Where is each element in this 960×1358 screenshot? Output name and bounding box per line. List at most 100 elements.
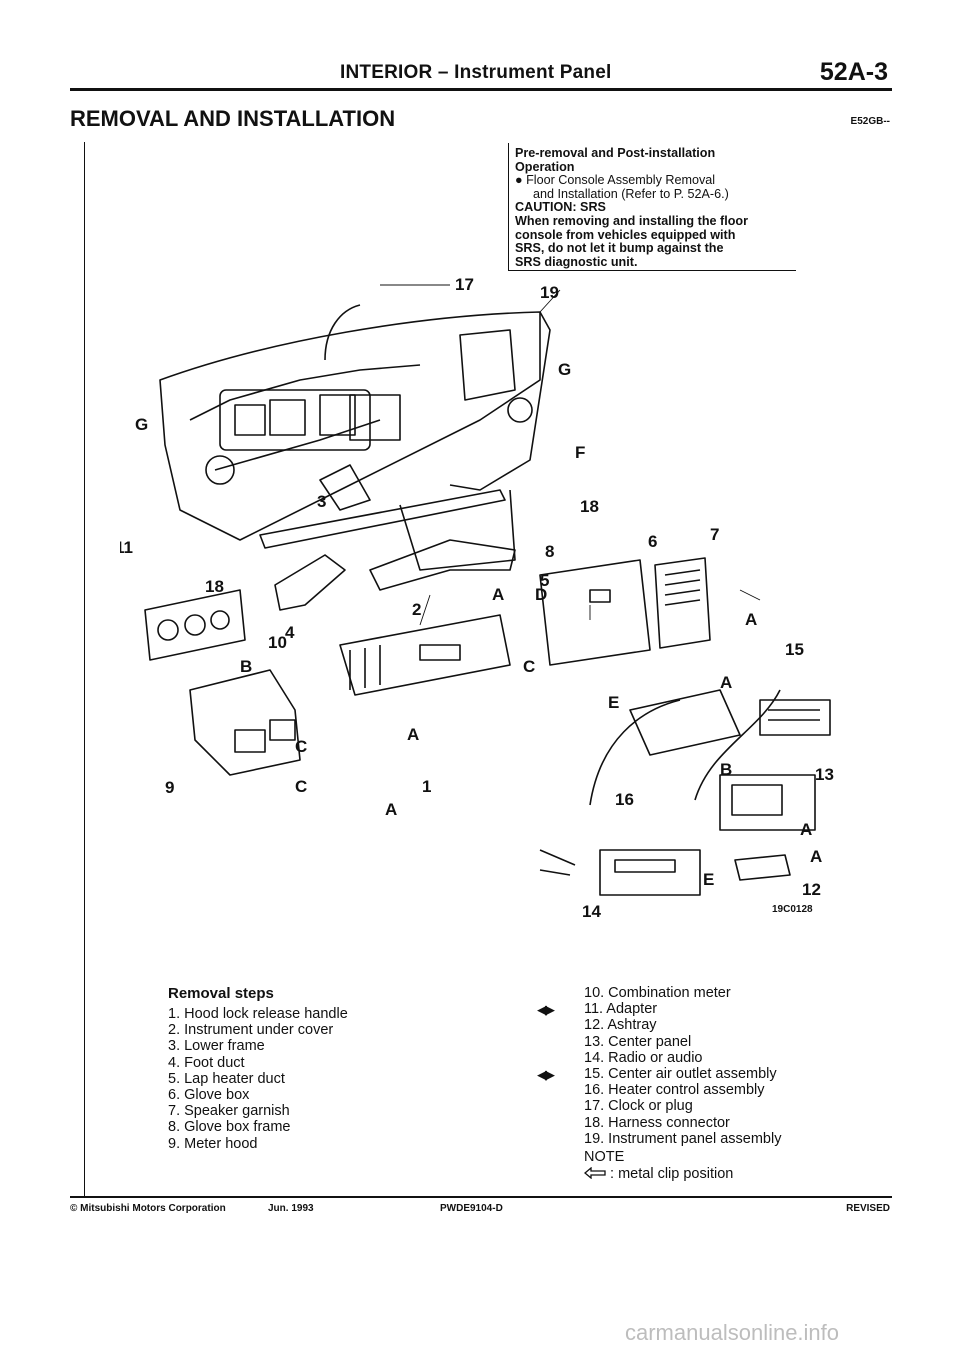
- step-item: 14. Radio or audio: [584, 1049, 703, 1066]
- radio-shape: [599, 849, 701, 896]
- part-label-8: 8: [545, 542, 554, 561]
- pre-removal-item: ● Floor Console Assembly Removal: [515, 173, 796, 188]
- foot-duct-shape: [274, 554, 346, 611]
- removal-steps-title: Removal steps: [168, 985, 274, 1002]
- step-item: 11. Adapter: [584, 1001, 658, 1018]
- speaker-garnish-shape: [654, 557, 711, 649]
- ashtray-shape: [734, 854, 791, 881]
- note-line: : metal clip position: [583, 1165, 734, 1183]
- part-label-14: 14: [582, 902, 601, 920]
- pre-removal-box: Pre-removal and Post-installation Operat…: [508, 143, 796, 271]
- part-label-19: 19: [540, 283, 559, 302]
- part-label-D: D: [535, 585, 547, 604]
- step-item: 6. Glove box: [168, 1087, 250, 1104]
- removal-steps-left: 1. Hood lock release handle 2. Instrumen…: [168, 1006, 348, 1152]
- part-label-1: 1: [422, 777, 431, 796]
- note-label: NOTE: [584, 1149, 625, 1165]
- step-item: 7. Speaker garnish: [168, 1103, 290, 1120]
- part-label-B: B: [240, 657, 252, 676]
- part-label-11: 11: [120, 538, 133, 557]
- footer-rule: [70, 1196, 892, 1198]
- step-item: 8. Glove box frame: [168, 1119, 291, 1136]
- meter-hood-shape: [189, 669, 301, 776]
- metal-clip-arrow-icon: [583, 1166, 606, 1179]
- center-panel-shape: [719, 774, 816, 831]
- step-item: 5. Lap heater duct: [168, 1070, 285, 1087]
- part-label-16: 16: [615, 790, 634, 809]
- part-label-A: A: [492, 585, 504, 604]
- procedure-marker-icon: ◀▶: [537, 1067, 555, 1082]
- watermark: carmanualsonline.info: [625, 1320, 840, 1345]
- part-label-E: E: [608, 693, 619, 712]
- footer-date: Jun. 1993: [268, 1203, 314, 1214]
- instrument-panel-shape: [159, 311, 541, 541]
- step-item: 4. Foot duct: [168, 1054, 245, 1071]
- part-label-18: 18: [205, 577, 224, 596]
- part-label-C: C: [295, 737, 307, 756]
- step-item: 16. Heater control assembly: [584, 1082, 765, 1099]
- step-item: 15. Center air outlet assembly: [584, 1066, 777, 1083]
- bullet-icon: ●: [515, 173, 527, 188]
- combination-meter-shape: [144, 589, 246, 661]
- exploded-diagram: 17 19 G G F 3 18 11 18 8 6 7 5 A D A 2 1…: [120, 275, 834, 920]
- footer-status: REVISED: [846, 1203, 890, 1214]
- step-item: 19. Instrument panel assembly: [584, 1130, 782, 1147]
- procedure-marker-icon: ◀▶: [537, 1002, 555, 1017]
- part-label-C: C: [523, 657, 535, 676]
- note: NOTE : metal clip position: [583, 1149, 734, 1183]
- part-label-9: 9: [165, 778, 174, 797]
- step-item: 1. Hood lock release handle: [168, 1006, 348, 1022]
- center-vent-shape: [349, 394, 401, 441]
- pre-removal-heading-1: Pre-removal and Post-installation: [515, 146, 716, 160]
- part-label-G: G: [135, 415, 148, 434]
- caution-line-3: SRS, do not let it bump against the: [515, 241, 724, 256]
- part-label-5: 5: [540, 571, 549, 590]
- step-item: 2. Instrument under cover: [168, 1022, 334, 1039]
- part-label-18: 18: [580, 497, 599, 516]
- step-item: 9. Meter hood: [168, 1135, 258, 1152]
- left-margin-rule: [84, 142, 85, 1196]
- footer-copyright: © Mitsubishi Motors Corporation: [70, 1203, 226, 1214]
- pre-removal-heading-2: Operation: [515, 159, 575, 174]
- section-code: E52GB--: [850, 116, 890, 127]
- heater-control-shape: [629, 689, 741, 756]
- part-label-4: 4: [285, 623, 295, 642]
- step-item: 18. Harness connector: [584, 1114, 730, 1131]
- part-label-13: 13: [815, 765, 834, 784]
- part-label-6: 6: [648, 532, 657, 551]
- part-label-A: A: [385, 800, 397, 819]
- page-code: 52A-3: [819, 58, 888, 86]
- step-item: 3. Lower frame: [168, 1038, 265, 1055]
- lap-heater-duct-shape: [369, 539, 516, 591]
- part-label-C: C: [295, 777, 307, 796]
- section-title: REMOVAL AND INSTALLATION: [70, 106, 396, 131]
- pre-removal-item-text: Floor Console Assembly Removal: [526, 173, 716, 188]
- figure-code: 19C0128: [772, 904, 813, 915]
- part-label-A: A: [745, 610, 757, 629]
- removal-steps-right: 10. Combination meter 11. Adapter 12. As…: [584, 985, 781, 1147]
- part-label-A: A: [810, 847, 822, 866]
- part-label-G: G: [558, 360, 571, 379]
- part-label-7: 7: [710, 525, 719, 544]
- part-label-2: 2: [412, 600, 421, 619]
- note-text: : metal clip position: [610, 1165, 734, 1182]
- glove-box-shape: [539, 559, 651, 666]
- part-label-A: A: [720, 673, 732, 692]
- caution-line-1: When removing and installing the floor: [515, 213, 748, 228]
- step-item: 13. Center panel: [584, 1033, 692, 1050]
- part-label-F: F: [575, 443, 585, 462]
- part-label-12: 12: [802, 880, 821, 899]
- step-item: 17. Clock or plug: [584, 1098, 693, 1115]
- part-label-15: 15: [785, 640, 804, 659]
- part-label-17: 17: [455, 275, 474, 294]
- part-label-E: E: [703, 870, 714, 889]
- part-label-A: A: [407, 725, 419, 744]
- step-item: 12. Ashtray: [584, 1017, 657, 1034]
- caution-line-2: console from vehicles equipped with: [515, 227, 736, 242]
- lower-frame-shape: [259, 489, 506, 549]
- part-label-10: 10: [268, 633, 287, 652]
- header-rule: [70, 88, 892, 91]
- footer-doc-code: PWDE9104-D: [440, 1203, 503, 1214]
- caution-line-4: SRS diagnostic unit.: [515, 254, 638, 269]
- page-header-title: INTERIOR – Instrument Panel: [340, 62, 612, 83]
